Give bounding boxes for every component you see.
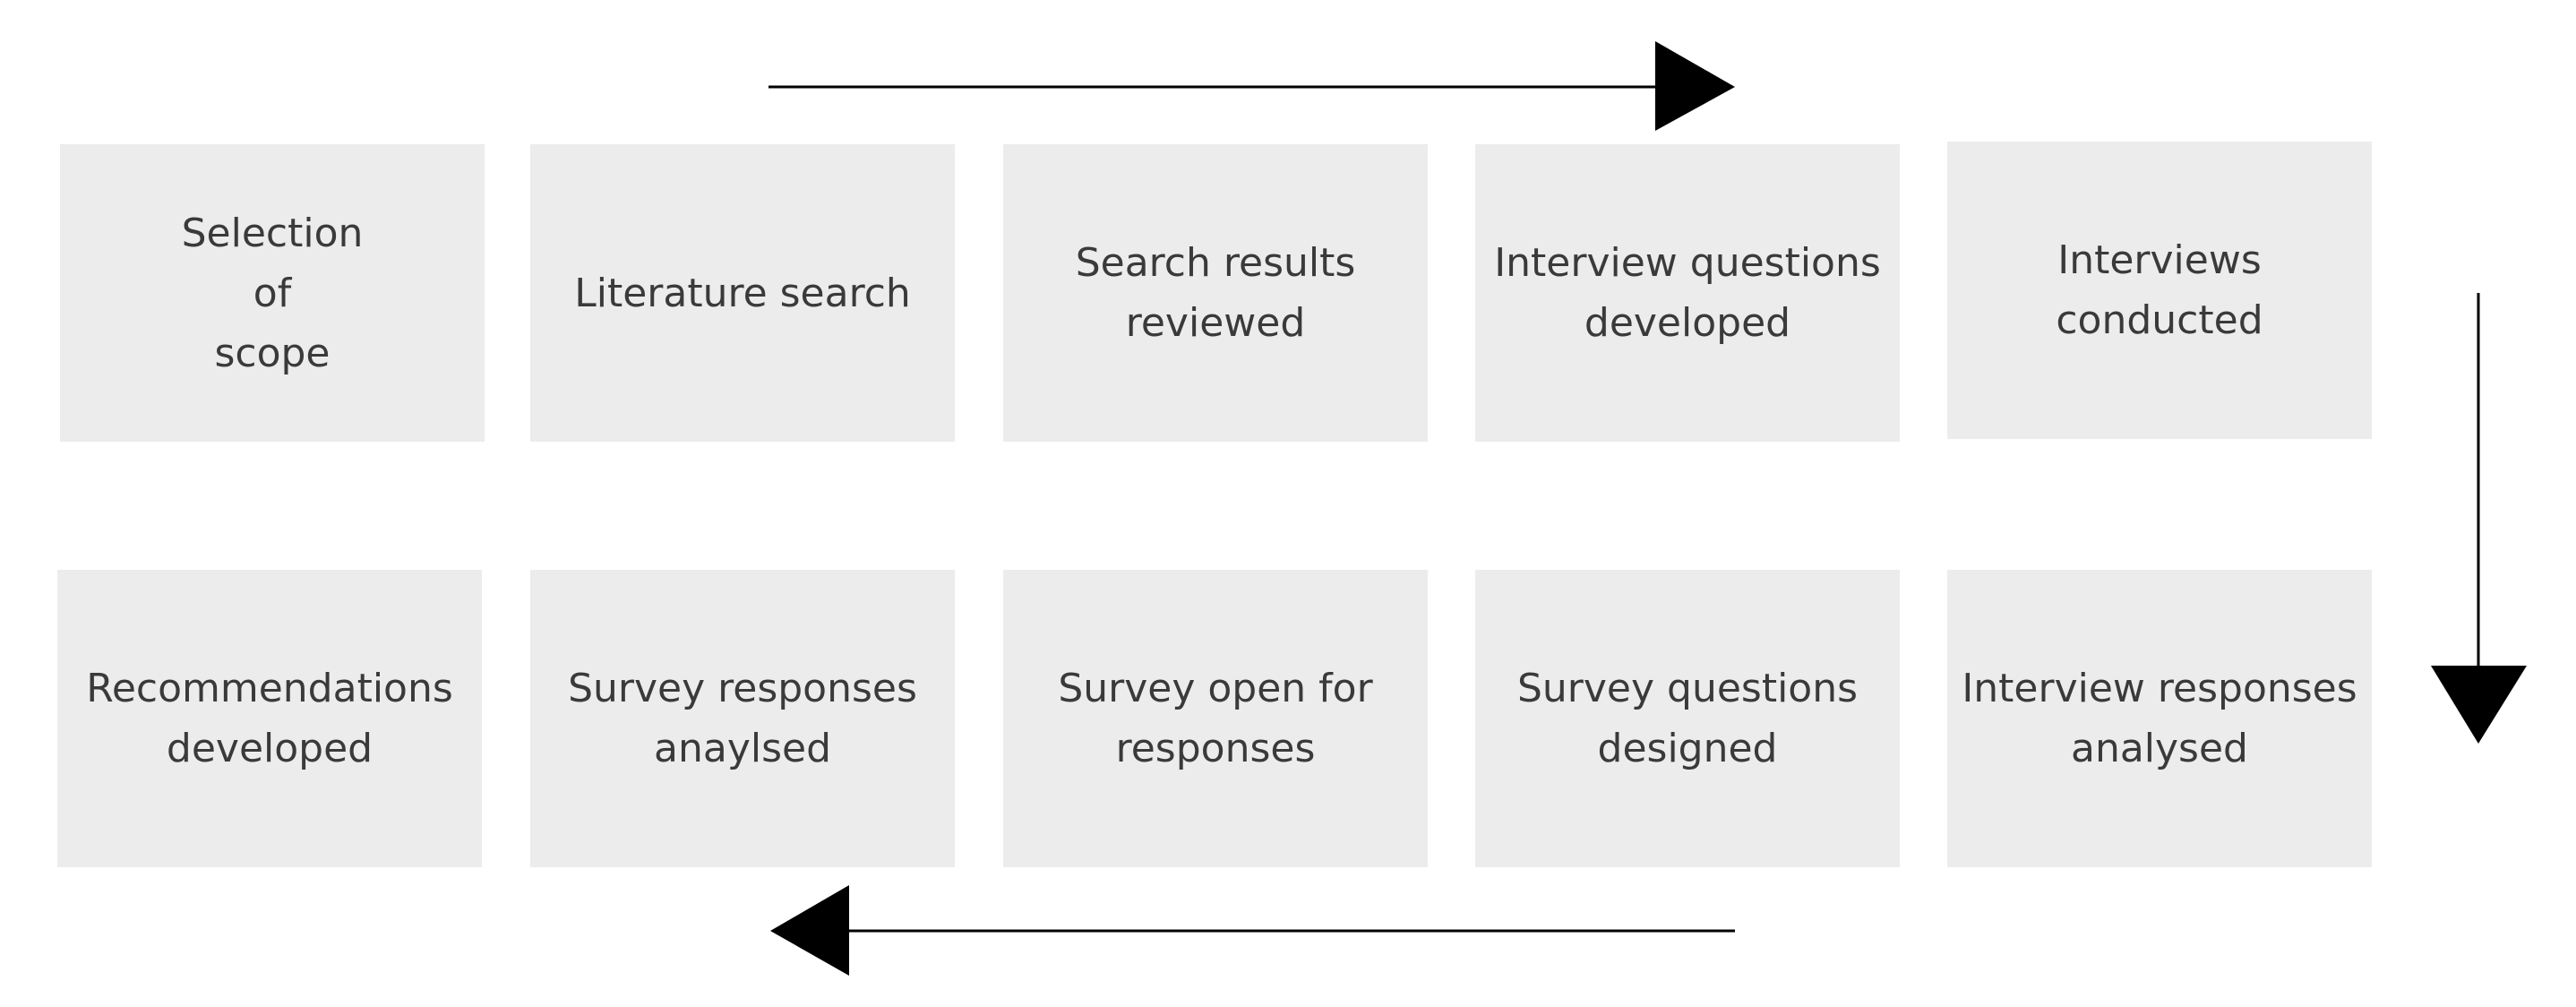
- step-label: Interview questions developed: [1494, 240, 1881, 346]
- step-label: Search results reviewed: [1075, 240, 1356, 346]
- step-survey-responses-analysed: Survey responses anaylsed: [530, 570, 955, 867]
- arrow-right: [769, 41, 1735, 131]
- step-interview-responses-analysed: Interview responses analysed: [1947, 570, 2372, 867]
- step-label: Survey open for responses: [1058, 666, 1373, 771]
- step-label: Recommendations developed: [86, 666, 453, 771]
- step-literature-search: Literature search: [530, 144, 955, 442]
- step-survey-questions-designed: Survey questions designed: [1475, 570, 1900, 867]
- step-label: Interviews conducted: [2056, 237, 2263, 343]
- step-label: Interview responses analysed: [1962, 666, 2357, 771]
- step-interview-questions-developed: Interview questions developed: [1475, 144, 1900, 442]
- step-survey-open-for-responses: Survey open for responses: [1003, 570, 1428, 867]
- step-label: Selection of scope: [181, 210, 364, 376]
- step-search-results-reviewed: Search results reviewed: [1003, 144, 1428, 442]
- step-recommendations-developed: Recommendations developed: [57, 570, 482, 867]
- step-selection-of-scope: Selection of scope: [60, 144, 485, 442]
- arrow-left: [770, 885, 1735, 976]
- step-label: Survey questions designed: [1516, 666, 1859, 771]
- step-label: Survey responses anaylsed: [568, 666, 917, 771]
- arrow-down: [2431, 293, 2527, 744]
- step-label: Literature search: [574, 270, 911, 316]
- step-interviews-conducted: Interviews conducted: [1947, 142, 2372, 439]
